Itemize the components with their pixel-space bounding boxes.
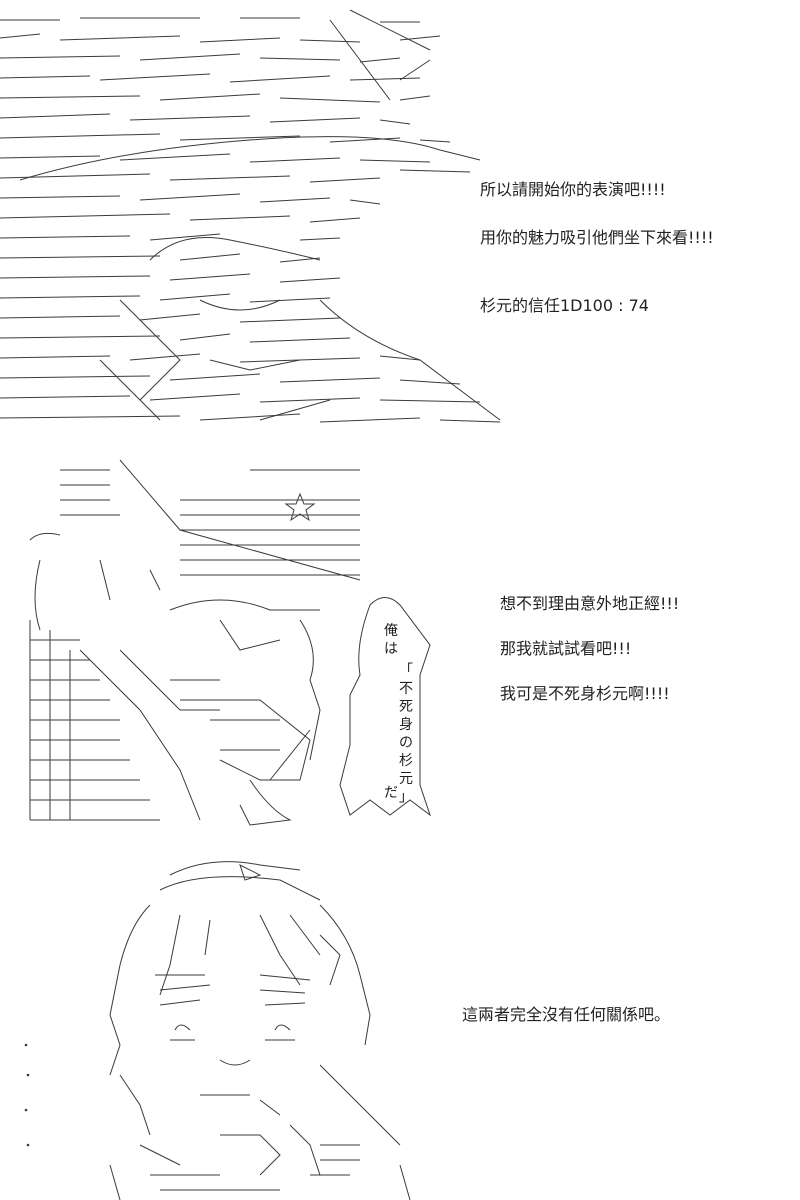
panel-3-line-1: 這兩者完全沒有任何關係吧。 (462, 1005, 671, 1024)
panel-1-line-2: 用你的魅力吸引他們坐下來看!!!! (480, 228, 714, 247)
panel-2-line-3: 我可是不死身杉元啊!!!! (500, 684, 670, 703)
ascii-art-girl (24, 861, 411, 1200)
speech-bubble (339, 597, 431, 817)
panel-2-line-1: 想不到理由意外地正經!!! (500, 594, 680, 613)
speech-bubble-text: 俺 は (384, 623, 398, 657)
panel-1: 所以請開始你的表演吧!!!! 用你的魅力吸引他們坐下來看!!!! 杉元的信任1D… (0, 0, 800, 440)
speech-bubble-text-col2: 「 不 死 身 の 杉 元 」 (399, 663, 413, 805)
panel-1-line-3: 杉元的信任1D100 : 74 (480, 296, 649, 315)
ascii-art-sugimoto-pointing (29, 459, 361, 826)
panel-3: 這兩者完全沒有任何關係吧。 (0, 845, 800, 1200)
panel-1-line-1: 所以請開始你的表演吧!!!! (480, 180, 666, 199)
speech-bubble-text-col3: だ (384, 785, 398, 801)
panel-2: 俺 は 「 不 死 身 の 杉 元 」 だ 想不到理由意外地正經!!! 那我就試… (0, 450, 800, 840)
panel-2-line-2: 那我就試試看吧!!! (500, 639, 632, 658)
ascii-art-sugimoto-smile (0, 9, 501, 423)
